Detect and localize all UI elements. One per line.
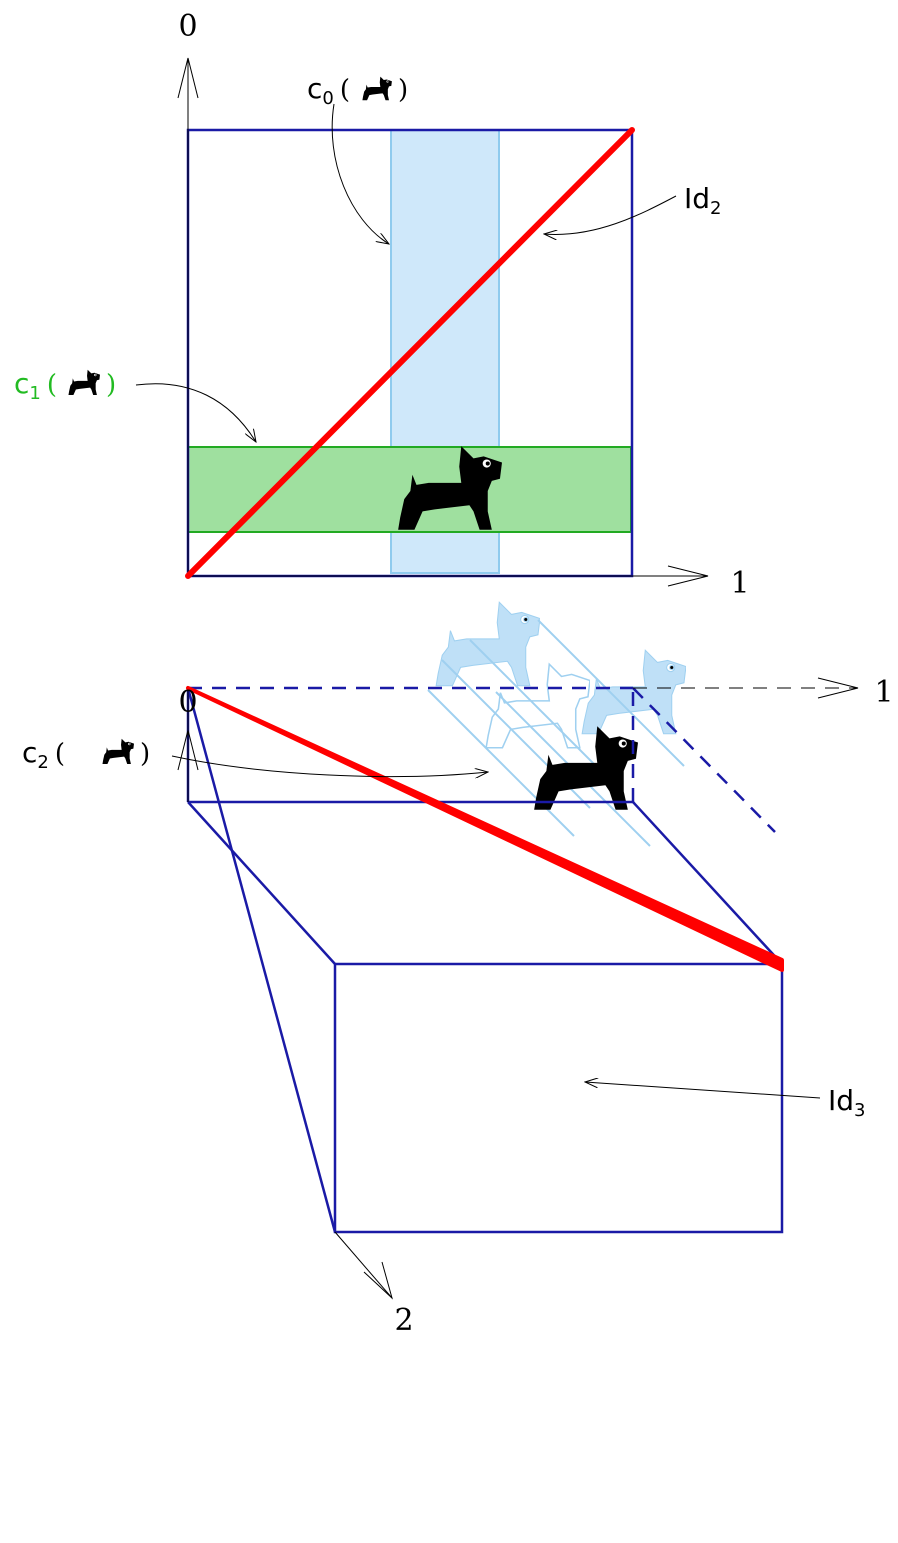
scottie-dog-icon [435, 601, 540, 687]
id3-sub: 3 [854, 1100, 865, 1121]
scottie-dog-icon [362, 76, 392, 101]
id2-sub: 2 [710, 198, 721, 219]
c2-label: c2 ( ) [22, 736, 150, 773]
axis-1-arrowhead [667, 565, 709, 587]
bottom-diagram: 0 1 2 Id3 c2( ) [22, 601, 894, 1338]
top-diagram: 0 1 c0( ) Id2 c1( ) [14, 9, 750, 601]
hidden-edge-diagonal [632, 687, 776, 833]
c0-pointer-arrow [331, 103, 389, 244]
c0-name: c [307, 72, 322, 105]
c1-label: c1 ( ) [14, 367, 116, 404]
c1-name: c [14, 367, 29, 400]
id2-pointer-arrow [544, 195, 677, 234]
identity-diagonal [185, 127, 635, 579]
svg-text:c1(: c1 ( [14, 367, 57, 404]
scottie-dog-icon [534, 726, 638, 810]
id3-label: Id3 [828, 1084, 865, 1121]
id2-name: Id [684, 182, 710, 215]
axis-2 [334, 1231, 393, 1299]
svg-text:c2(: c2 ( [22, 736, 65, 773]
c2-sub: 2 [37, 752, 48, 773]
c2-close: ) [140, 739, 150, 769]
svg-text:Id2: Id2 [684, 182, 721, 219]
axis-1-bottom-arrowhead [817, 677, 859, 699]
c2-pointer-arrow [171, 755, 488, 777]
identity-diagonal-3d [186, 686, 784, 972]
axis-0-arrowhead [177, 57, 199, 99]
c2-name: c [22, 736, 37, 769]
axis-1-bottom-label: 1 [874, 675, 893, 710]
c0-close: ) [398, 75, 408, 105]
c2-open: ( [55, 739, 65, 769]
axis-1-label: 1 [730, 566, 749, 601]
axis-2-arrowhead [363, 1261, 393, 1300]
axis-0-label: 0 [178, 9, 197, 44]
axis-2-label: 2 [394, 1303, 413, 1338]
id3-pointer-arrow [585, 1082, 821, 1099]
cube-boundary [186, 687, 784, 1234]
c1-sub: 1 [29, 383, 40, 404]
id2-label: Id2 [684, 182, 721, 219]
axis-0-bottom-arrowhead [177, 729, 199, 771]
scottie-dog-icon [68, 369, 100, 396]
c0-label: c0 ( ) [307, 72, 408, 109]
axis-0-bottom-label: 0 [178, 685, 197, 720]
c0-open: ( [340, 75, 350, 105]
id3-name: Id [828, 1084, 854, 1117]
c1-pointer-arrow [135, 383, 256, 442]
svg-text:Id3: Id3 [828, 1084, 865, 1121]
c2-tube [427, 601, 686, 847]
svg-text:c0(: c0 ( [307, 72, 350, 109]
c1-open: ( [47, 370, 57, 400]
scottie-dog-icon [102, 738, 134, 765]
c0-sub: 0 [322, 88, 333, 109]
c1-close: ) [106, 370, 116, 400]
